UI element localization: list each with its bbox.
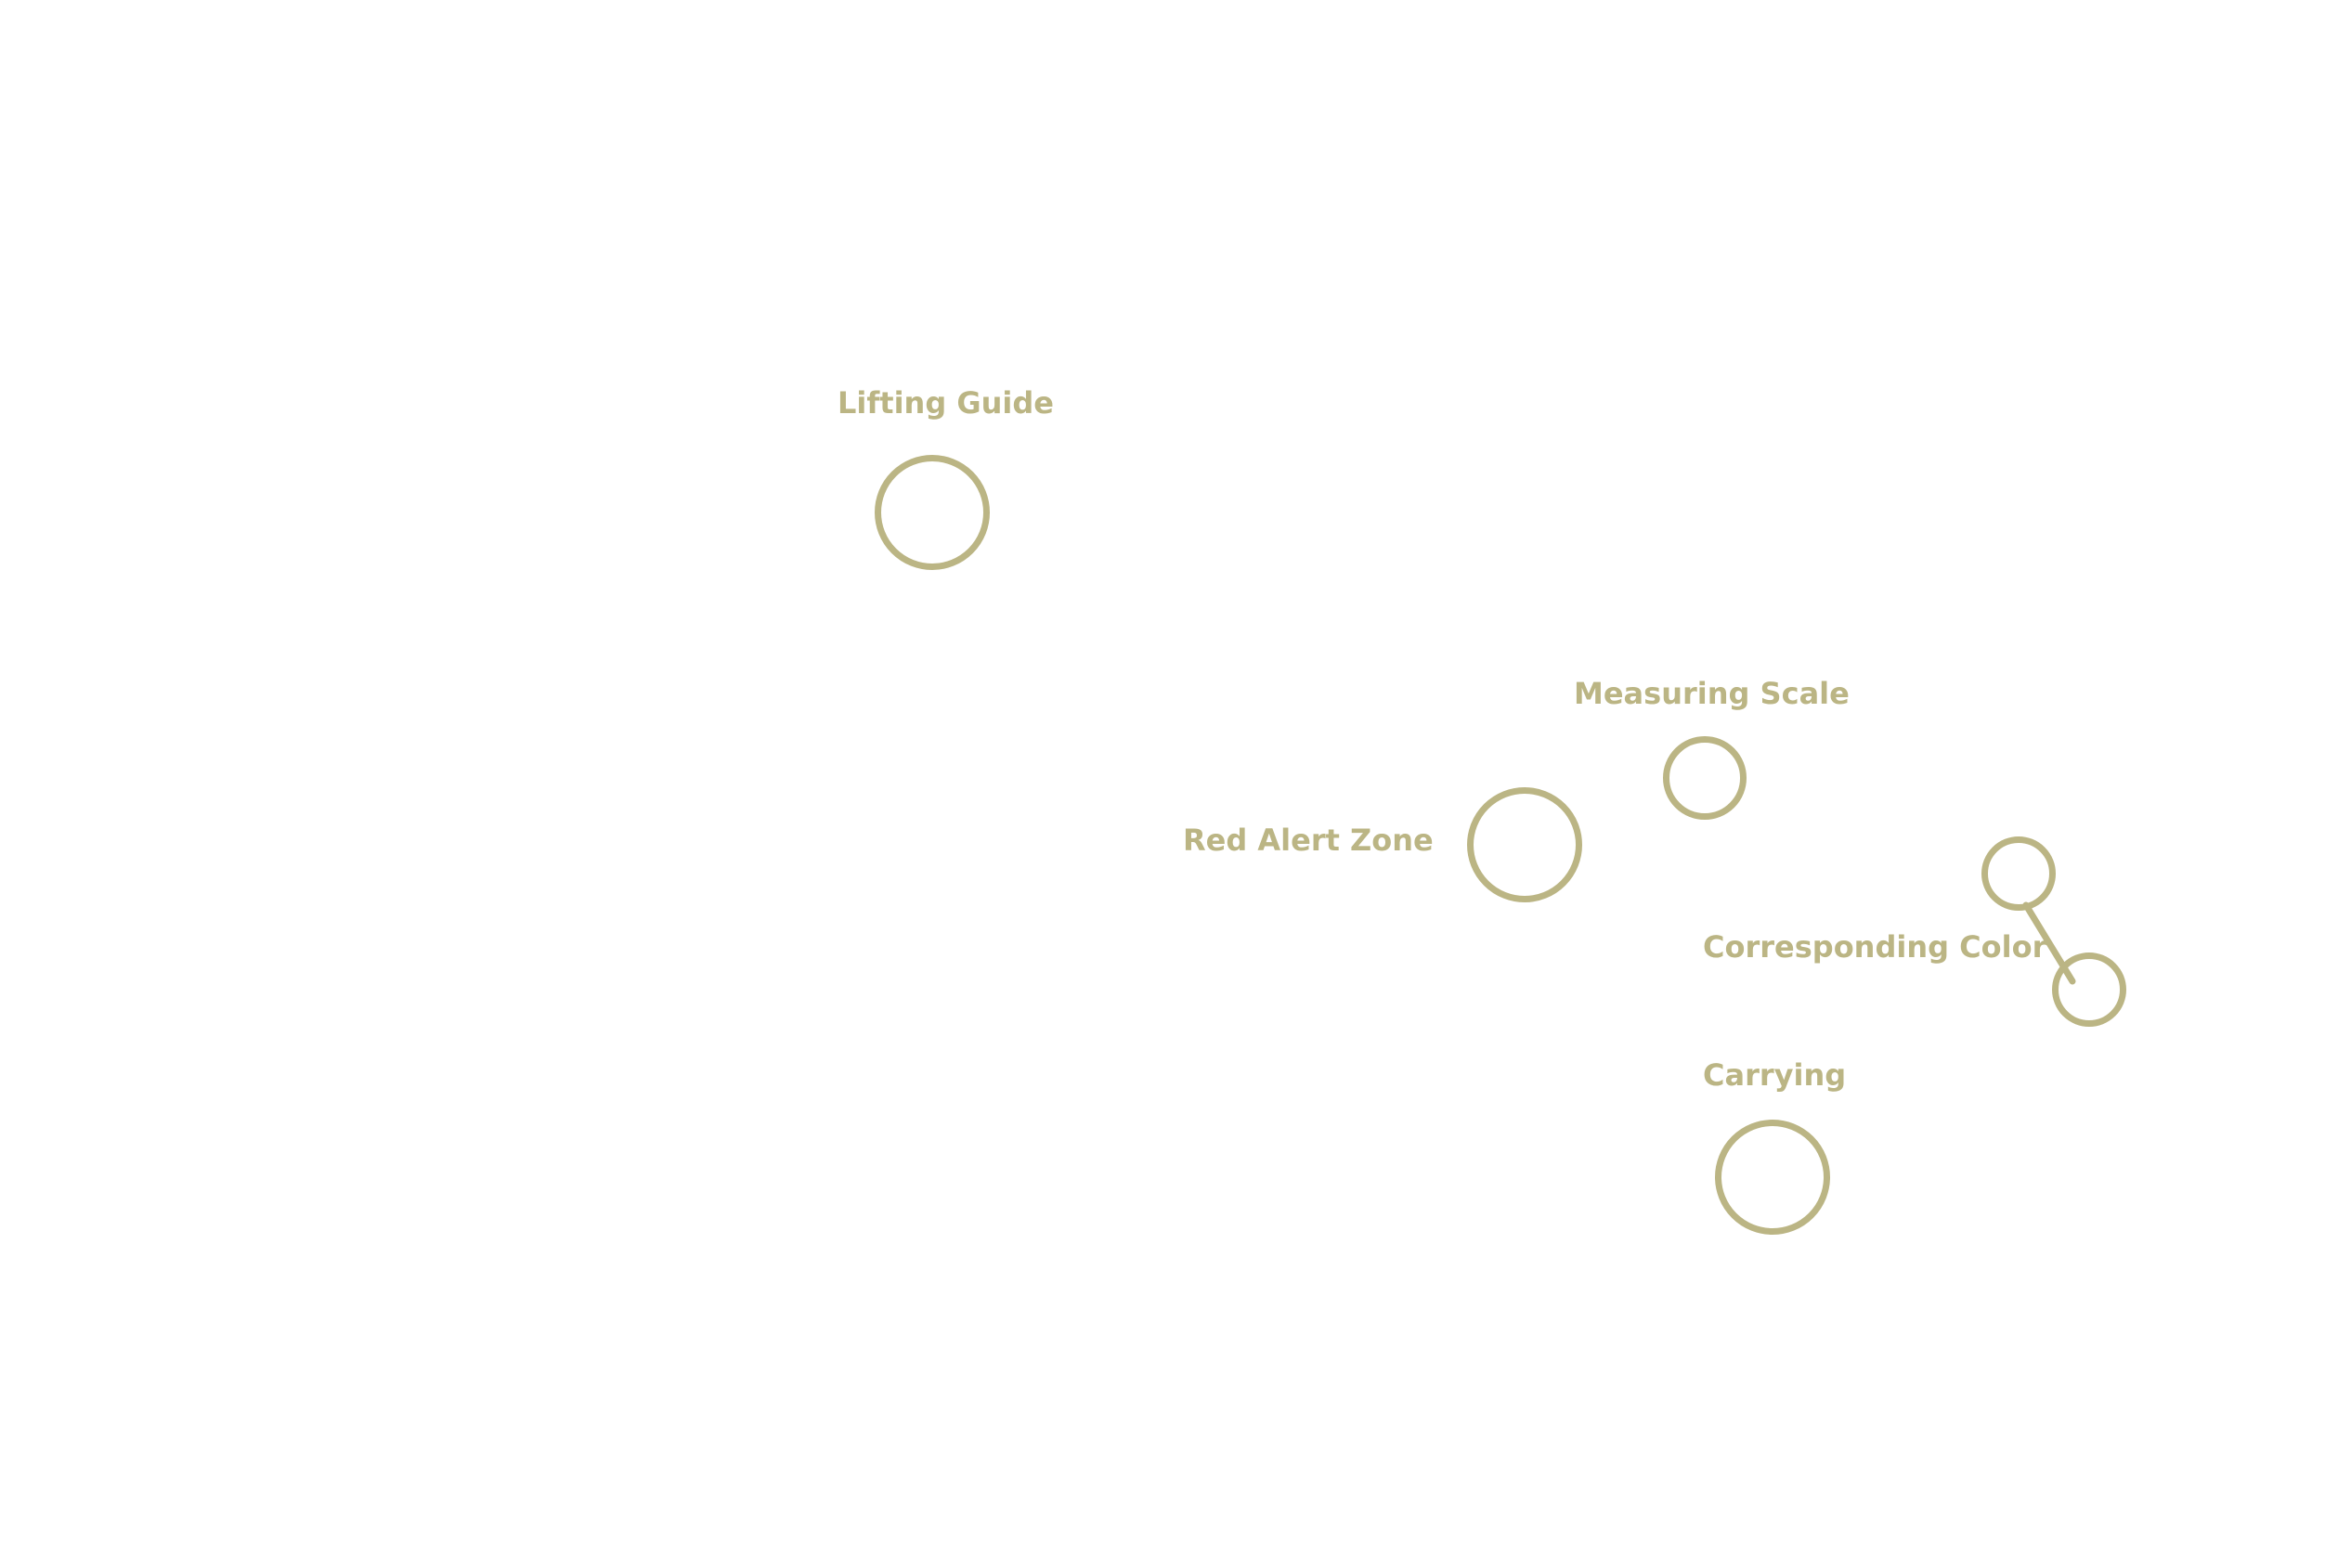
lifting-guide-hotspot[interactable] bbox=[875, 455, 990, 570]
red-alert-zone-hotspot[interactable] bbox=[1467, 787, 1582, 902]
measuring-scale-label: Measuring Scale bbox=[1574, 676, 1850, 711]
corresponding-color-hotspot-bottom[interactable] bbox=[2052, 952, 2126, 1027]
red-alert-zone-label: Red Alert Zone bbox=[1183, 823, 1434, 858]
corresponding-color-hotspot-top[interactable] bbox=[1981, 836, 2056, 911]
lifting-guide-label: Lifting Guide bbox=[838, 385, 1054, 421]
corresponding-color-label: Corresponding Color bbox=[1703, 929, 2047, 965]
carrying-label: Carrying bbox=[1703, 1057, 1847, 1093]
measuring-scale-hotspot[interactable] bbox=[1663, 736, 1747, 820]
carrying-hotspot[interactable] bbox=[1715, 1120, 1830, 1235]
